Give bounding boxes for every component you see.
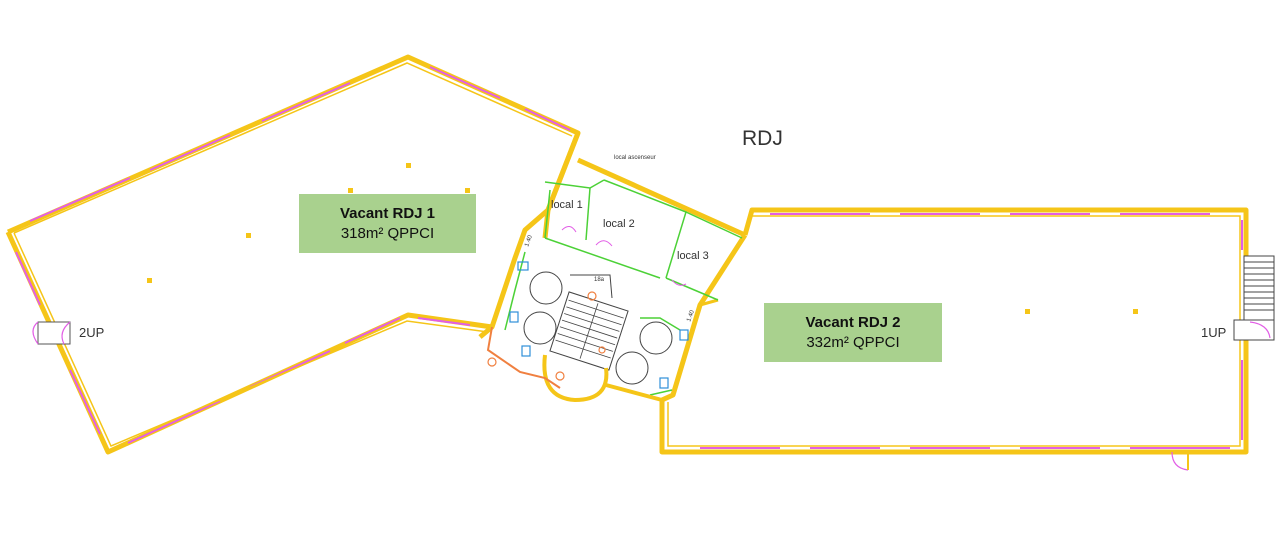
dimension-mark-right: 1.40 xyxy=(686,309,696,323)
unit-label-rdj-1: Vacant RDJ 1 318m² QPPCI xyxy=(299,194,476,253)
central-core xyxy=(486,132,747,403)
elevator-note: local ascenseur xyxy=(614,155,656,161)
unit-label-rdj-2: Vacant RDJ 2 332m² QPPCI xyxy=(764,303,942,362)
room-label-local-2: local 2 xyxy=(603,218,635,230)
room-label-local-3: local 3 xyxy=(677,250,709,262)
level-title: RDJ xyxy=(742,127,783,150)
dimension-mark-left: 1.40 xyxy=(524,234,534,248)
stair-tag-left: 2UP xyxy=(79,325,104,340)
right-wing-walls xyxy=(659,207,1275,471)
room-label-local-1: local 1 xyxy=(551,199,583,211)
ceiling-fixtures xyxy=(147,163,1138,314)
left-wing-walls xyxy=(5,54,581,455)
unit-name: Vacant RDJ 1 xyxy=(339,204,436,222)
stair-tag-right: 1UP xyxy=(1201,325,1226,340)
unit-area: 332m² QPPCI xyxy=(806,333,900,351)
unit-area: 318m² QPPCI xyxy=(340,224,435,242)
unit-name: Vacant RDJ 2 xyxy=(805,313,901,331)
stair-code: 18a xyxy=(594,277,605,283)
